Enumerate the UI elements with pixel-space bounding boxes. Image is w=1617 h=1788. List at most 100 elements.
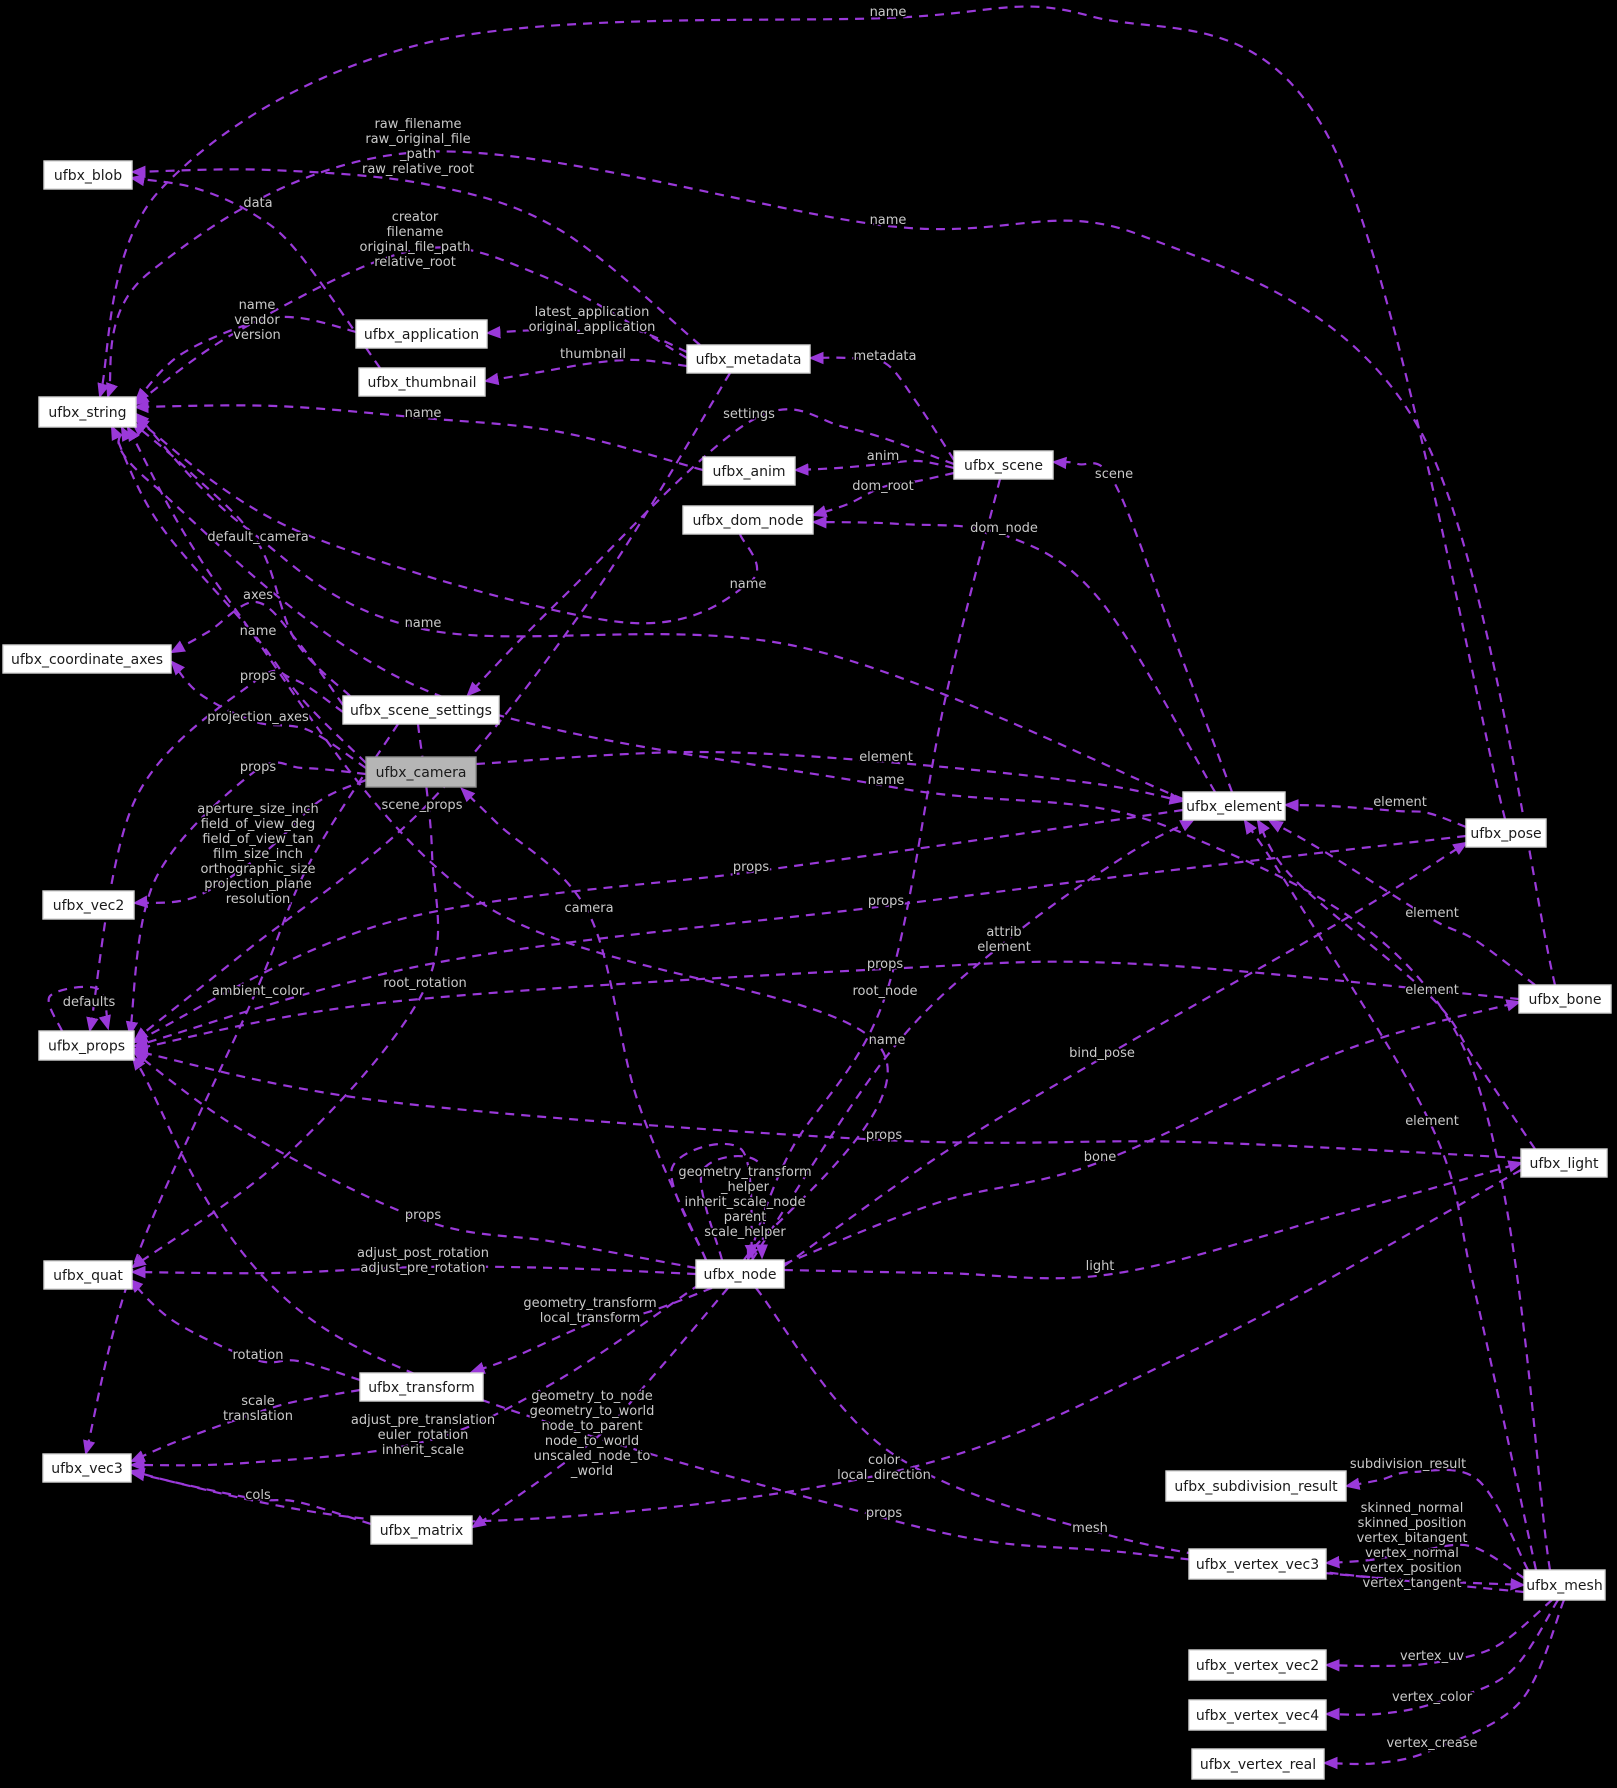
edge-label-ufbx_mesh-to-ufbx_vertex_vec4: vertex_color [1392,1690,1473,1705]
node-ufbx_bone[interactable]: ufbx_bone [1518,984,1612,1014]
node-ufbx_vec3[interactable]: ufbx_vec3 [42,1453,132,1483]
node-ufbx_scene[interactable]: ufbx_scene [953,450,1054,480]
edge-label-ufbx_node-to-ufbx_bone: bone [1084,1150,1116,1165]
edge-label-ufbx_bone-to-ufbx_element: element [1405,906,1459,921]
node-label-ufbx_anim: ufbx_anim [713,464,786,480]
edge-label-ufbx_scene-to-ufbx_scene_settings: settings [723,407,775,422]
node-label-ufbx_node: ufbx_node [704,1267,777,1283]
node-ufbx_node[interactable]: ufbx_node [695,1259,785,1289]
edge-label-ufbx_mesh-to-ufbx_subdivision_result: subdivision_result [1350,1457,1466,1472]
node-label-ufbx_light: ufbx_light [1529,1156,1599,1172]
edge-ufbx_node-to-ufbx_bone [783,999,1522,1266]
node-ufbx_vec2[interactable]: ufbx_vec2 [42,890,135,920]
node-ufbx_vertex_real[interactable]: ufbx_vertex_real [1191,1748,1325,1780]
node-ufbx_mesh[interactable]: ufbx_mesh [1523,1569,1606,1601]
node-ufbx_vertex_vec3[interactable]: ufbx_vertex_vec3 [1188,1548,1327,1580]
edge-ufbx_metadata-to-ufbx_application [485,326,688,354]
node-label-ufbx_mesh: ufbx_mesh [1526,1578,1602,1594]
edge-ufbx_dom_node-to-ufbx_string [133,417,759,625]
node-label-ufbx_scene: ufbx_scene [964,458,1043,474]
edge-label-ufbx_anim-to-ufbx_string: name [405,406,442,421]
edge-ufbx_transform-to-ufbx_quat [128,1278,361,1382]
edge-ufbx_mesh-to-ufbx_vertex_real [1322,1599,1566,1770]
node-ufbx_transform[interactable]: ufbx_transform [359,1372,484,1402]
edge-ufbx_mesh-to-ufbx_string [117,425,1552,1571]
node-ufbx_metadata[interactable]: ufbx_metadata [686,344,811,374]
edge-label-ufbx_mesh-to-ufbx_string: name [868,773,905,788]
edge-label-ufbx_node-to-ufbx_light: light [1086,1259,1115,1274]
node-label-ufbx_vec3: ufbx_vec3 [51,1461,122,1477]
node-ufbx_blob[interactable]: ufbx_blob [43,160,133,190]
node-ufbx_scene_settings[interactable]: ufbx_scene_settings [342,695,500,725]
node-label-ufbx_matrix: ufbx_matrix [380,1523,464,1539]
node-ufbx_vertex_vec4[interactable]: ufbx_vertex_vec4 [1188,1699,1327,1731]
edge-ufbx_scene_settings-to-ufbx_props [86,669,344,1033]
node-label-ufbx_scene_settings: ufbx_scene_settings [350,703,492,719]
edge-label-ufbx_node-to-ufbx_string: name [869,1033,906,1048]
edge-label-ufbx_thumbnail-to-ufbx_blob: data [243,196,272,211]
edge-ufbx_pose-to-ufbx_props [132,834,1467,1049]
node-label-ufbx_string: ufbx_string [48,405,126,421]
node-label-ufbx_coordinate_axes: ufbx_coordinate_axes [11,652,163,668]
edge-label-ufbx_camera-to-ufbx_coordinate_axes: projection_axes [207,710,309,725]
node-ufbx_application[interactable]: ufbx_application [355,319,488,349]
edge-label-ufbx_scene_settings-to-ufbx_vec3: ambient_color [212,984,305,999]
node-ufbx_dom_node[interactable]: ufbx_dom_node [682,505,814,535]
edge-ufbx_scene_settings-to-ufbx_coordinate_axes [169,600,344,706]
edge-label-ufbx_scene_settings-to-ufbx_string: default_camera [207,530,308,545]
edge-ufbx_scene-to-ufbx_dom_node [811,471,955,518]
edge-label-ufbx_transform-to-ufbx_quat: rotation [233,1348,284,1363]
node-ufbx_coordinate_axes[interactable]: ufbx_coordinate_axes [2,644,172,674]
edge-ufbx_camera-to-ufbx_props [125,761,367,1037]
node-label-ufbx_pose: ufbx_pose [1470,826,1541,842]
node-label-ufbx_vec2: ufbx_vec2 [53,898,124,914]
edge-ufbx_element-to-ufbx_string [134,412,1184,801]
edge-label-ufbx_node-to-ufbx_mesh: mesh [1072,1521,1108,1536]
node-ufbx_vertex_vec2[interactable]: ufbx_vertex_vec2 [1188,1649,1327,1681]
node-ufbx_anim[interactable]: ufbx_anim [702,456,796,486]
edge-ufbx_node-to-ufbx_vec3 [129,1283,701,1472]
edge-ufbx_node-to-ufbx_camera [460,787,708,1261]
edge-label-ufbx_scene-to-ufbx_metadata: metadata [853,349,916,364]
node-ufbx_light[interactable]: ufbx_light [1520,1148,1608,1178]
edge-ufbx_props-to-ufbx_props [47,985,111,1032]
node-label-ufbx_thumbnail: ufbx_thumbnail [368,375,477,391]
edge-ufbx_thumbnail-to-ufbx_blob [129,173,381,369]
node-ufbx_pose[interactable]: ufbx_pose [1465,818,1547,848]
edge-ufbx_mesh-to-ufbx_subdivision_result [1344,1468,1529,1571]
edge-label-ufbx_node-to-ufbx_camera: camera [564,901,613,916]
edge-ufbx_light-to-ufbx_element [1256,818,1536,1150]
edges-layer [47,5,1566,1770]
node-ufbx_props[interactable]: ufbx_props [38,1030,135,1061]
edge-ufbx_bone-to-ufbx_element [1267,819,1536,986]
node-ufbx_matrix[interactable]: ufbx_matrix [370,1515,473,1545]
edge-ufbx_element-to-ufbx_props [132,808,1184,1044]
node-ufbx_string[interactable]: ufbx_string [38,396,137,428]
node-label-ufbx_metadata: ufbx_metadata [696,352,802,368]
node-ufbx_quat[interactable]: ufbx_quat [43,1260,133,1290]
node-label-ufbx_props: ufbx_props [48,1039,125,1055]
node-ufbx_thumbnail[interactable]: ufbx_thumbnail [358,367,486,397]
node-ufbx_subdivision_result[interactable]: ufbx_subdivision_result [1165,1470,1347,1502]
edge-ufbx_node-to-ufbx_element [751,818,1196,1261]
edge-ufbx_pose-to-ufbx_element [1283,799,1467,829]
node-ufbx_element[interactable]: ufbx_element [1182,791,1286,821]
edge-ufbx_mesh-to-ufbx_element [1243,818,1538,1571]
edge-label-ufbx_camera-to-ufbx_element: element [859,750,913,765]
edge-ufbx_mesh-to-ufbx_vertex_vec4 [1324,1599,1559,1721]
edge-label-ufbx_dom_node-to-ufbx_string: name [730,577,767,592]
edge-label-ufbx_bone-to-ufbx_props: props [867,957,904,972]
node-ufbx_camera[interactable]: ufbx_camera [365,756,477,788]
